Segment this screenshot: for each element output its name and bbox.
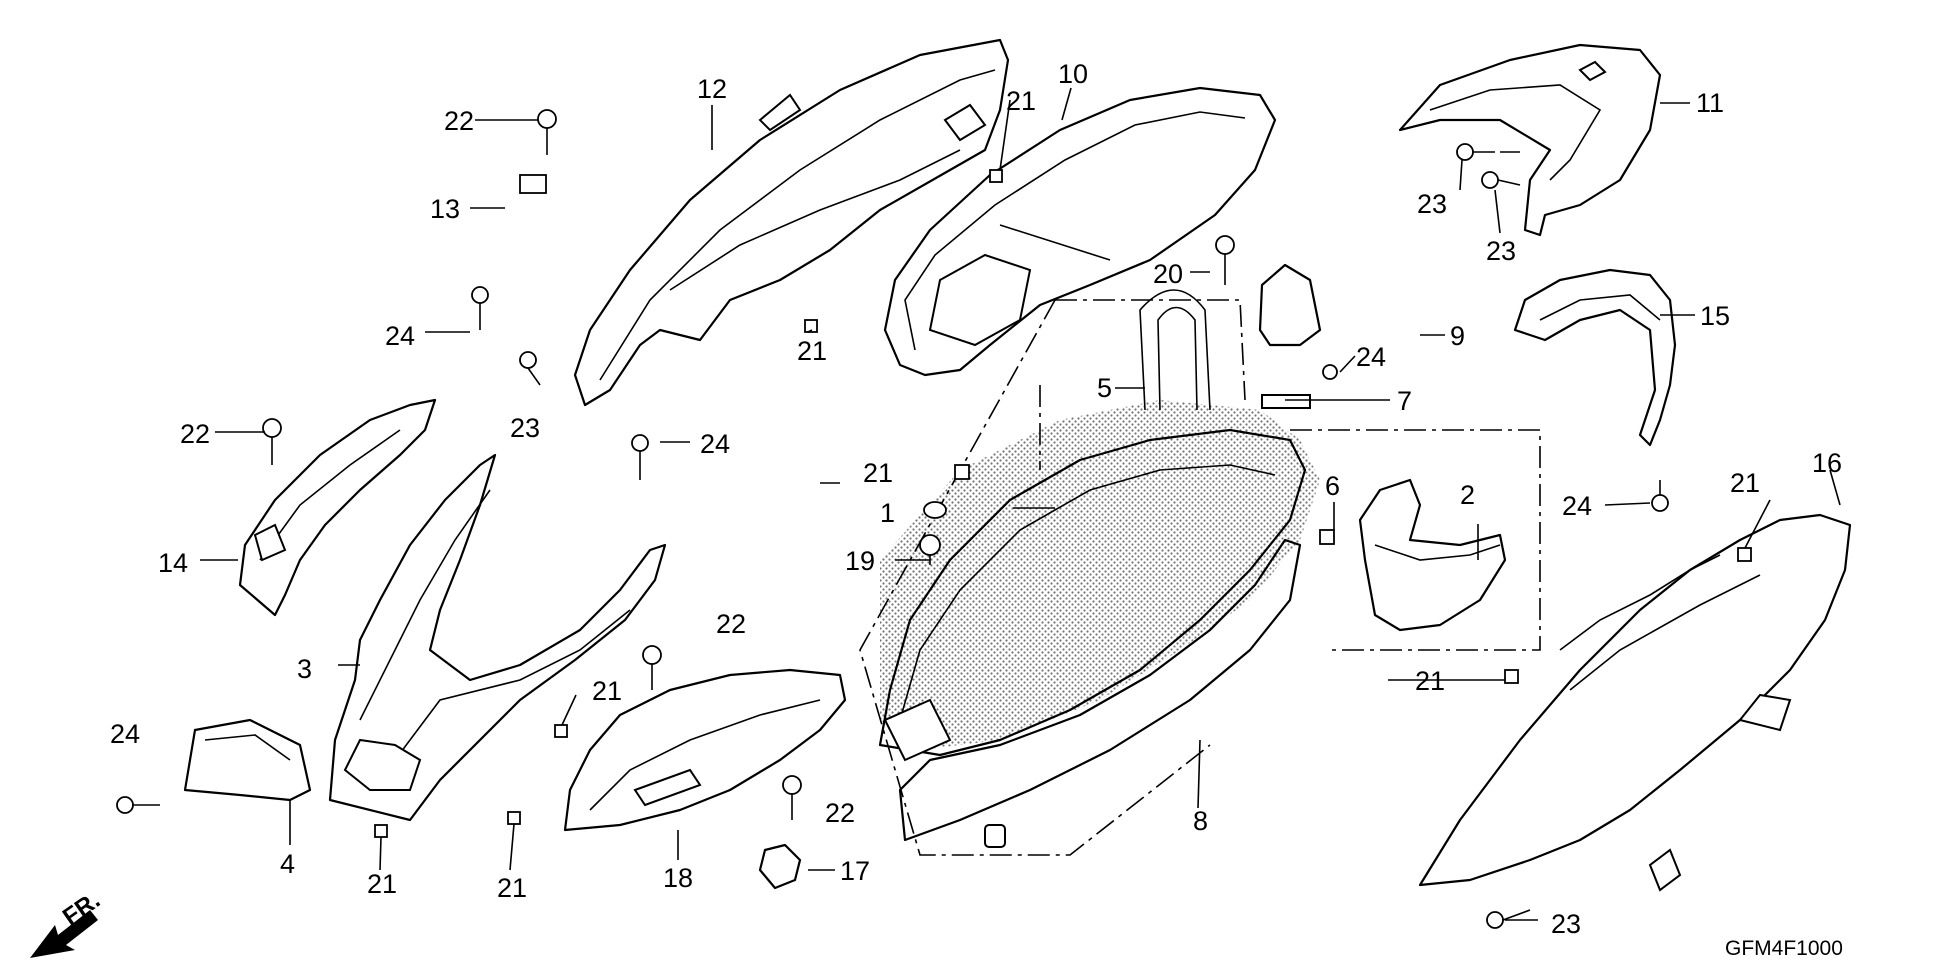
part-16-side-cover: [1418, 513, 1852, 892]
part-4-front-piece: [183, 718, 312, 802]
screw-icon: [537, 109, 557, 155]
screw-icon: [631, 434, 649, 480]
callout-6: 6: [1325, 471, 1340, 501]
front-direction-indicator: FR.: [30, 887, 105, 958]
callout-4: 4: [280, 849, 295, 879]
part-11-rear-cover: [1398, 43, 1662, 237]
callout-24: 24: [1562, 491, 1592, 521]
part-15-bracket: [1513, 268, 1677, 447]
clip-icon: [507, 811, 521, 825]
screw-icon: [471, 286, 489, 330]
callout-24: 24: [1356, 342, 1386, 372]
callout-1: 1: [880, 498, 895, 528]
callout-16: 16: [1812, 448, 1842, 478]
clip-icon: [804, 319, 818, 333]
callout-22: 22: [825, 798, 855, 828]
screw-icon: [519, 351, 541, 386]
callout-24: 24: [700, 429, 730, 459]
callout-13: 13: [430, 194, 460, 224]
callout-12: 12: [697, 74, 727, 104]
part-3-inner-cover: [328, 453, 667, 822]
callout-5: 5: [1097, 373, 1112, 403]
callout-21: 21: [863, 458, 893, 488]
callout-10: 10: [1058, 59, 1088, 89]
callout-21: 21: [367, 869, 397, 899]
nut-icon: [923, 501, 947, 519]
part-10-tray: [883, 86, 1277, 377]
callout-21: 21: [1730, 468, 1760, 498]
part-12-body-cover: [573, 38, 1010, 407]
callout-21: 21: [797, 336, 827, 366]
callout-23: 23: [1486, 236, 1516, 266]
part-18-floor-cover: [563, 668, 847, 832]
callout-7: 7: [1397, 386, 1412, 416]
clip-icon: [554, 724, 568, 738]
clip-icon: [374, 824, 388, 838]
part-2-cover: [1358, 478, 1507, 632]
callout-19: 19: [845, 546, 875, 576]
clip-icon: [1504, 669, 1519, 684]
callout-2: 2: [1460, 480, 1475, 510]
screw-icon: [116, 796, 160, 814]
screw-icon: [1456, 143, 1495, 161]
fasteners: [116, 109, 1752, 929]
screw-icon: [782, 775, 802, 820]
dashed-boundaries: [859, 299, 1541, 856]
part-5-loop: [1139, 289, 1211, 411]
callout-8: 8: [1193, 806, 1208, 836]
callout-23: 23: [1551, 909, 1581, 939]
callout-11: 11: [1696, 88, 1724, 118]
callout-14: 14: [158, 548, 188, 578]
callout-21: 21: [497, 873, 527, 903]
screw-icon: [919, 534, 941, 565]
callout-3: 3: [297, 654, 312, 684]
clip-icon: [519, 174, 547, 194]
callout-24: 24: [110, 719, 140, 749]
callout-22: 22: [444, 106, 474, 136]
callout-23: 23: [510, 413, 540, 443]
callout-21: 21: [592, 676, 622, 706]
screw-icon: [1486, 909, 1531, 929]
leader-lines: [200, 87, 1841, 871]
screw-icon: [642, 645, 662, 690]
callout-18: 18: [663, 863, 693, 893]
callout-22: 22: [716, 609, 746, 639]
part-8-luggage-box: [878, 400, 1320, 848]
screw-icon: [1215, 235, 1235, 285]
callout-17: 17: [840, 856, 870, 886]
screw-icon: [1481, 171, 1521, 189]
callout-9: 9: [1450, 321, 1465, 351]
clip-icon: [954, 464, 970, 480]
screw-icon: [1651, 480, 1669, 512]
part-17-clip: [758, 843, 802, 890]
direction-label: FR.: [58, 887, 105, 931]
part-9-latch: [1258, 263, 1338, 409]
diagram-code: GFM4F1000: [1725, 937, 1843, 960]
callout-20: 20: [1153, 259, 1183, 289]
callout-24: 24: [385, 321, 415, 351]
callout-21: 21: [1415, 666, 1445, 696]
callout-21: 21: [1006, 86, 1036, 116]
callout-15: 15: [1700, 301, 1730, 331]
callouts: 1 2 3 4 5 6 7 8 9 10 11 12 13 14 15 16 1…: [110, 59, 1842, 939]
arrow-icon: [30, 910, 98, 958]
clip-icon: [1737, 547, 1752, 562]
callout-22: 22: [180, 419, 210, 449]
screw-icon: [262, 418, 282, 465]
leader-lines-extra: [215, 99, 1771, 921]
callout-23: 23: [1417, 189, 1447, 219]
clip-icon: [1319, 529, 1335, 545]
part-14-left-cover: [238, 398, 437, 617]
clip-icon: [989, 169, 1003, 183]
